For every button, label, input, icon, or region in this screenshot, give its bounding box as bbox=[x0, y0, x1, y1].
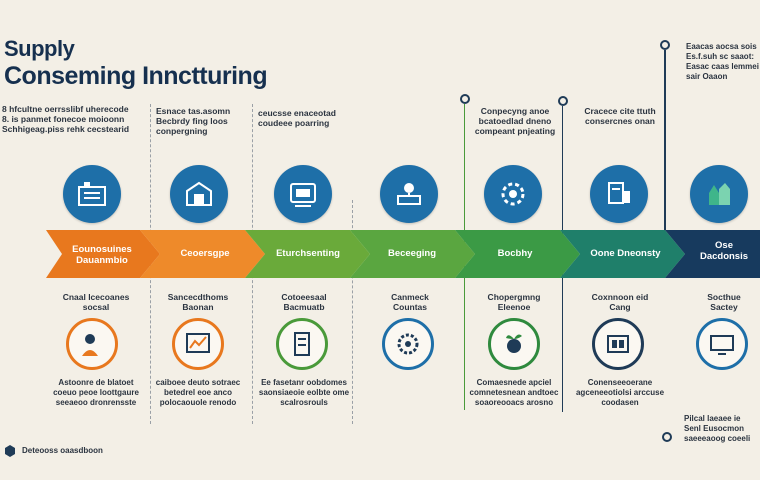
title-line-2: Conseming Innctturing bbox=[4, 62, 268, 90]
bottom-note-1: Astoonre de blatoet coeuo peoe loottgaur… bbox=[53, 378, 139, 407]
top-right-connector bbox=[664, 50, 666, 230]
stage-label-7: Ose Dacdonsis bbox=[699, 240, 749, 262]
bottom-note-5: Conenseeoerane agceneeotiolsi arccuse co… bbox=[575, 378, 665, 407]
computer-icon bbox=[590, 165, 648, 223]
plant-icon bbox=[488, 318, 540, 370]
cargo-icon bbox=[592, 318, 644, 370]
stage-label-6: Oone Dneonsty bbox=[590, 248, 661, 259]
stage-label-2: Ceoersgpe bbox=[180, 248, 230, 259]
bottom-title-2: Sancecdthoms Baonan bbox=[167, 292, 229, 312]
warehouse-icon bbox=[170, 165, 228, 223]
stage-label-3: Eturchsenting bbox=[276, 248, 340, 259]
bottom-note-6: Pilcal laeaee ie Senl Eusocmon saeeeaoog… bbox=[684, 414, 751, 443]
top-note-1: 8 hfcultne oerrsslibf uherecode 8. is pa… bbox=[2, 104, 130, 134]
footer-text: Deteooss oaasdboon bbox=[22, 446, 103, 455]
title-line-1: Supply bbox=[4, 36, 75, 61]
chart-icon bbox=[172, 318, 224, 370]
process-band bbox=[46, 230, 760, 278]
top-right-pin-icon bbox=[660, 40, 670, 50]
factory-icon bbox=[63, 165, 121, 223]
stage-label-5: Bocbhy bbox=[497, 248, 533, 259]
cog-cycle-icon bbox=[382, 318, 434, 370]
bottom-note-4: Comaesnede apciel comnetesnean andtoec s… bbox=[469, 378, 559, 407]
buildings-icon bbox=[690, 165, 748, 223]
monitor-icon bbox=[696, 318, 748, 370]
bottom-note-2: caiboee deuto sotraec betedrel eoe anco … bbox=[155, 378, 241, 407]
bottom-note-3: Ee fasetanr oobdomes saonsiaeoie eolbte … bbox=[258, 378, 350, 407]
bottom-title-7: Socthue Sactey bbox=[707, 292, 741, 312]
gear-icon bbox=[484, 165, 542, 223]
top-note-2: Esnace tas.asomn Becbrdy fing loos conpe… bbox=[156, 106, 231, 136]
stage-label-1: Eounosuines Dauanmbio bbox=[72, 244, 132, 266]
separator bbox=[352, 200, 353, 424]
top-note-4: Conpecyng anoe bcatoedlad dneno compeant… bbox=[474, 106, 556, 136]
bottom-title-4: Canmeck Countas bbox=[391, 292, 429, 312]
top-right-note: Eaacas aocsa sois Es.f.suh sc saaot: Eas… bbox=[686, 42, 759, 81]
top-note-3: ceucsse enaceotad coudeee poarring bbox=[258, 108, 336, 128]
stage-label-4: Beceeging bbox=[387, 248, 437, 259]
worker-icon bbox=[66, 318, 118, 370]
bottom-title-6: Coxnnoon eid Cang bbox=[591, 292, 649, 312]
server-icon bbox=[276, 318, 328, 370]
top-note-5: Cracece cite ttuth consercnes onan bbox=[584, 106, 656, 126]
machine-icon bbox=[274, 165, 332, 223]
bottom-title-5: Chopergmng Eleenoe bbox=[487, 292, 541, 312]
stage-5-pin-icon bbox=[460, 94, 470, 104]
logo-icon bbox=[5, 445, 15, 457]
bottom-right-pin-icon bbox=[662, 432, 672, 442]
bottom-title-1: Cnaal lcecoanes socsal bbox=[62, 292, 130, 312]
bottom-title-3: Cotoeesaal Bacmuatb bbox=[281, 292, 327, 312]
stage-6-pin-icon bbox=[558, 96, 568, 106]
assembly-icon bbox=[380, 165, 438, 223]
